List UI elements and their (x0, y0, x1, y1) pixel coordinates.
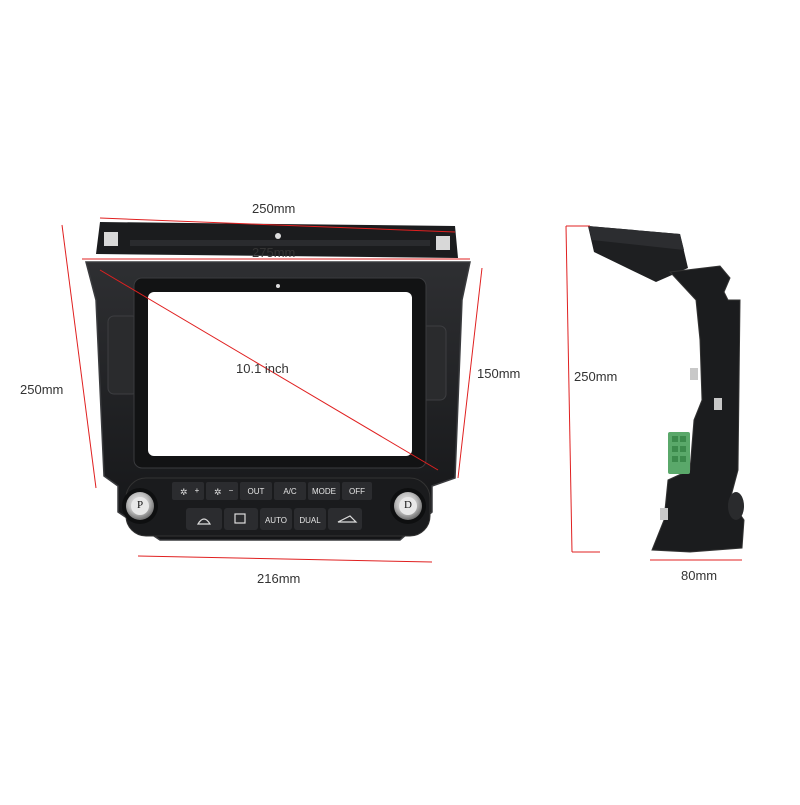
dim-bottom-line (137, 555, 433, 563)
out-label: OUT (247, 487, 265, 496)
off-label: OFF (349, 487, 365, 496)
side-dimension-lines (565, 225, 742, 561)
climate-panel: ✲ ✲ (122, 477, 431, 537)
bracket-tab-left (104, 232, 118, 246)
fan-down-label: − (228, 486, 234, 495)
ac-label: A/C (283, 487, 297, 496)
fan-up-button (172, 482, 204, 500)
connector (668, 432, 690, 474)
rear-defrost-button (224, 508, 258, 530)
auto-button (260, 508, 292, 530)
side-view (588, 226, 745, 553)
recirculate-icon (337, 515, 358, 523)
off-button (342, 482, 372, 500)
dim-side-height-label: 250mm (574, 369, 618, 384)
dim-left-line (61, 224, 97, 489)
dim-top-line (99, 217, 456, 233)
fan-up-label: + (194, 486, 200, 495)
fan-icon: ✲ (180, 487, 188, 497)
dim-side-depth-label: 80mm (681, 568, 718, 583)
auto-label: AUTO (264, 516, 288, 525)
out-button (240, 482, 272, 500)
dim-bottom-label: 216mm (257, 571, 301, 586)
dim-right-line (457, 267, 483, 479)
mode-button (308, 482, 340, 500)
dim-top-inner-label: 275mm (252, 245, 296, 260)
knob-left-letter: P (136, 499, 144, 511)
dim-side-height-line (565, 225, 573, 553)
knob-right-letter: D (404, 499, 412, 511)
dim-top-label: 250mm (252, 201, 296, 216)
bracket-tab-right (436, 236, 450, 250)
ac-button (274, 482, 306, 500)
dual-label: DUAL (299, 516, 321, 525)
rear-defrost-icon (234, 513, 246, 524)
dual-button (294, 508, 326, 530)
dimension-lines (61, 217, 483, 563)
dim-diagonal-label: 10.1 inch (236, 361, 289, 376)
dim-left-label: 250mm (20, 382, 64, 397)
dim-diagonal-line (99, 269, 439, 471)
fan-down-button (206, 482, 238, 500)
fan-icon: ✲ (214, 487, 222, 497)
dim-right-label: 150mm (477, 366, 521, 381)
side-body (651, 265, 745, 553)
front-defrost-icon (196, 518, 212, 525)
mode-label: MODE (312, 487, 336, 496)
